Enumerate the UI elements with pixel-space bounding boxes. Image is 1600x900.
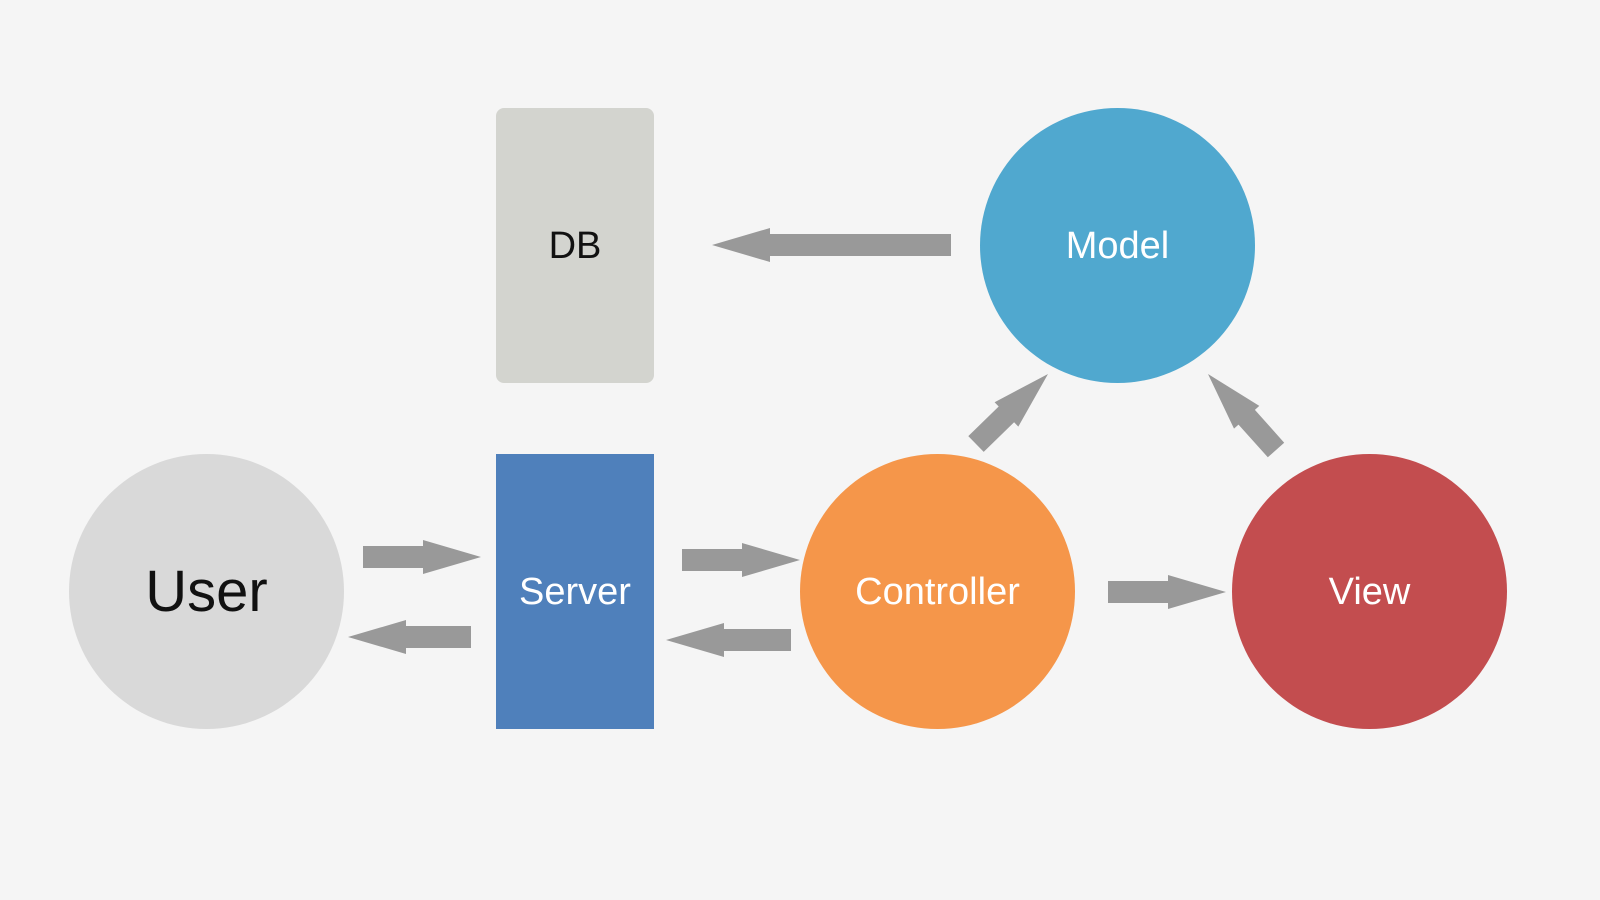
user-label: User	[145, 558, 268, 624]
arrow-controller-to-server	[666, 623, 791, 657]
db-node: DB	[496, 108, 654, 383]
model-label: Model	[1065, 224, 1170, 267]
controller-node: Controller	[800, 454, 1075, 729]
arrow-server-to-controller	[682, 543, 800, 577]
arrow-server-to-user	[348, 620, 471, 654]
arrow-model-to-db	[712, 228, 951, 262]
arrow-controller-to-view	[1108, 575, 1226, 609]
db-label: DB	[548, 224, 602, 267]
arrow-user-to-server	[363, 540, 481, 574]
arrow-view-to-model	[1208, 374, 1285, 458]
view-node: View	[1232, 454, 1507, 729]
view-label: View	[1328, 570, 1411, 613]
controller-label: Controller	[855, 570, 1020, 613]
model-node: Model	[980, 108, 1255, 383]
server-label: Server	[519, 570, 631, 613]
arrow-controller-to-model	[968, 374, 1048, 452]
user-node: User	[69, 454, 344, 729]
server-node: Server	[496, 454, 654, 729]
